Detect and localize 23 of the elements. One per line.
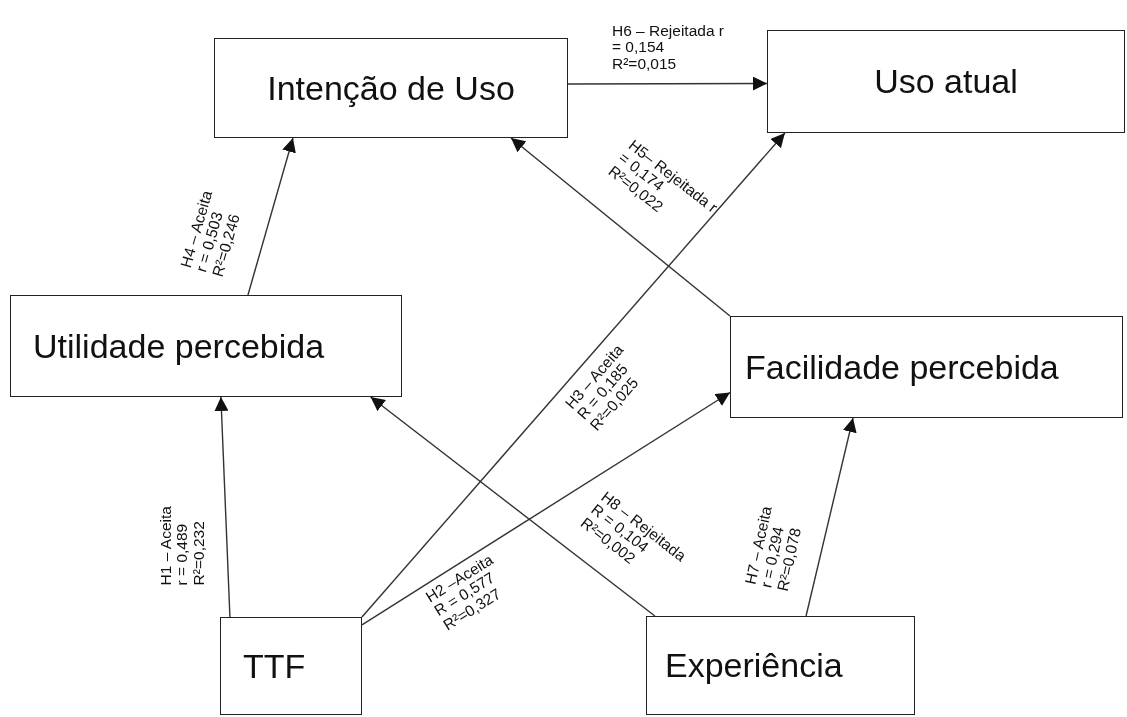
- concept-box: [767, 30, 1125, 133]
- concept-name: Uso atual: [874, 62, 1018, 101]
- edge-label: H1 – Aceita r = 0,489 R²=0,232: [157, 505, 207, 586]
- arrow: [510, 137, 731, 317]
- arrow: [247, 137, 296, 296]
- concept-name: Facilidade percebida: [745, 347, 1059, 387]
- arrow: [369, 396, 656, 617]
- arrow: [361, 132, 786, 618]
- concept-box: [214, 38, 568, 138]
- edge-label: H7 – Aceita r = 0,294 R²=0,078: [742, 503, 805, 593]
- edge-label: H6 – Rejeitada r = 0,154 R²=0,015: [612, 23, 724, 72]
- arrow: [805, 417, 857, 617]
- concept-box: [220, 617, 362, 715]
- concept-name: Experiência: [665, 646, 843, 685]
- concept-box: [730, 316, 1123, 418]
- concept-name: TTF: [243, 646, 306, 686]
- arrow: [361, 391, 731, 626]
- concept-box: [10, 295, 402, 397]
- concept-name: Utilidade percebida: [33, 326, 325, 366]
- concept-box: [646, 616, 915, 715]
- arrow: [214, 396, 231, 618]
- concept-name: Intenção de Uso: [267, 68, 515, 108]
- arrow: [567, 76, 768, 91]
